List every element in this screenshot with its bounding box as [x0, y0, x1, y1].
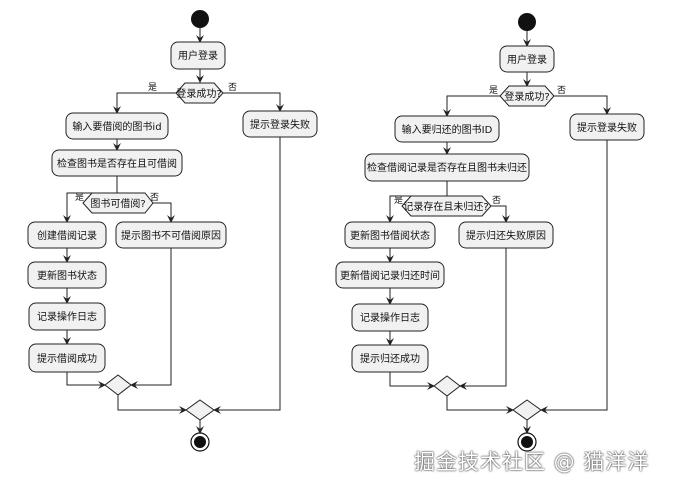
yes-label-1: 是 [148, 82, 157, 93]
svg-text:输入要归还的图书ID: 输入要归还的图书ID [402, 123, 493, 136]
svg-text:记录操作日志: 记录操作日志 [37, 310, 97, 323]
svg-text:输入要借阅的图书id: 输入要借阅的图书id [72, 120, 161, 133]
svg-text:用户登录: 用户登录 [507, 53, 547, 66]
svg-text:用户登录: 用户登录 [178, 49, 218, 62]
fail-reason-node: 提示图书不可借阅原因 [115, 221, 227, 249]
update-status-node: 更新图书状态 [27, 261, 107, 289]
start-node [518, 13, 536, 31]
log-op-node: 记录操作日志 [28, 302, 106, 331]
no-label-1: 否 [557, 85, 566, 96]
input-book-id-node: 输入要借阅的图书id [65, 112, 169, 140]
return-success-node: 提示归还成功 [351, 344, 429, 373]
svg-text:记录存在且未归还?: 记录存在且未归还? [403, 200, 488, 213]
merge-diamond-inner [104, 374, 132, 396]
start-node [191, 10, 209, 28]
svg-text:登录成功?: 登录成功? [176, 87, 221, 100]
login-fail-node: 提示登录失败 [569, 113, 645, 141]
svg-text:更新图书状态: 更新图书状态 [37, 269, 97, 282]
yes-label-2: 是 [394, 195, 403, 206]
check-record-node: 检查借阅记录是否存在且图书未归还 [364, 153, 530, 182]
svg-text:创建借阅记录: 创建借阅记录 [37, 229, 97, 242]
no-label-2: 否 [492, 195, 501, 206]
end-node [517, 432, 537, 452]
no-label-2: 否 [150, 192, 159, 203]
svg-text:登录成功?: 登录成功? [504, 90, 549, 103]
input-book-id-node: 输入要归还的图书ID [394, 115, 500, 143]
user-login-node: 用户登录 [499, 45, 555, 73]
record-valid-decision: 记录存在且未归还? [401, 195, 492, 217]
svg-text:提示登录失败: 提示登录失败 [577, 121, 637, 134]
borrow-book-diagram: 用户登录 登录成功? 是 否 提示登录失败 输入要借阅的图书id 检查图书是否存… [27, 10, 318, 452]
login-fail-node: 提示登录失败 [242, 110, 318, 138]
return-book-diagram: 用户登录 登录成功? 是 否 提示登录失败 输入要归还的图书ID 检查借阅记录是… [335, 13, 645, 452]
svg-text:提示归还成功: 提示归还成功 [360, 352, 420, 365]
login-success-decision: 登录成功? [499, 85, 555, 107]
end-node [190, 432, 210, 452]
watermark-text: 掘金技术社区 @ 猫洋洋 [414, 450, 650, 474]
borrowable-decision: 图书可借阅? [82, 192, 154, 214]
login-success-decision: 登录成功? [175, 82, 224, 104]
check-book-node: 检查图书是否存在且可借阅 [51, 149, 183, 177]
svg-text:提示登录失败: 提示登录失败 [250, 118, 310, 131]
svg-text:更新图书借阅状态: 更新图书借阅状态 [350, 229, 430, 242]
merge-diamond-outer [512, 399, 542, 421]
yes-label-2: 是 [75, 192, 84, 203]
create-record-node: 创建借阅记录 [27, 221, 107, 249]
yes-label-1: 是 [489, 85, 498, 96]
no-label-1: 否 [228, 82, 237, 93]
svg-text:检查图书是否存在且可借阅: 检查图书是否存在且可借阅 [57, 157, 177, 170]
log-op-node: 记录操作日志 [351, 303, 429, 332]
update-record-status-node: 更新图书借阅状态 [344, 221, 436, 249]
user-login-node: 用户登录 [170, 41, 226, 70]
merge-diamond-inner [433, 375, 461, 397]
fail-reason-node: 提示归还失败原因 [458, 221, 554, 249]
svg-text:提示图书不可借阅原因: 提示图书不可借阅原因 [121, 229, 221, 242]
svg-text:记录操作日志: 记录操作日志 [360, 311, 420, 324]
merge-diamond-outer [185, 399, 215, 421]
borrow-success-node: 提示借阅成功 [28, 343, 106, 373]
svg-text:提示借阅成功: 提示借阅成功 [37, 352, 97, 365]
svg-text:提示归还失败原因: 提示归还失败原因 [466, 229, 546, 242]
svg-text:图书可借阅?: 图书可借阅? [90, 197, 145, 210]
svg-text:更新借阅记录归还时间: 更新借阅记录归还时间 [340, 269, 440, 282]
update-return-time-node: 更新借阅记录归还时间 [335, 261, 445, 289]
svg-text:检查借阅记录是否存在且图书未归还: 检查借阅记录是否存在且图书未归还 [367, 161, 527, 174]
